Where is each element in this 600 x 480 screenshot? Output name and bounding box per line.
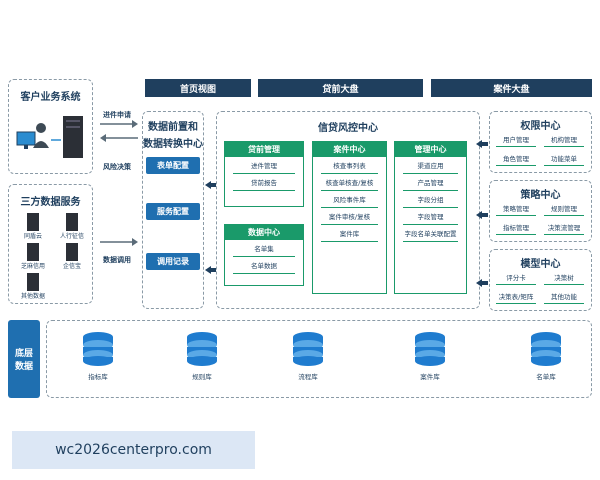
permission-center-title: 权限中心: [520, 121, 561, 132]
server-icon: [27, 273, 39, 291]
permission-center-panel: 权限中心 用户管理 机构管理 角色管理 功能菜单: [489, 111, 592, 173]
db-indicator: 指标库: [58, 330, 138, 381]
case-center-item[interactable]: 案件库: [321, 230, 378, 242]
model-item[interactable]: 决策树: [544, 272, 584, 285]
data-center-item[interactable]: 名单数据: [233, 262, 295, 274]
base-data-label-box: 底层 数据: [8, 320, 40, 398]
case-center-item[interactable]: 风险事件库: [321, 196, 378, 208]
model-center-title: 模型中心: [520, 259, 561, 270]
db-list: 名单库: [506, 330, 586, 381]
mgmt-center-item[interactable]: 字段名单关联配置: [403, 230, 458, 242]
loan-mgmt-title: 贷前管理: [225, 142, 303, 157]
front-center-title-2: 数据转换中心: [143, 139, 203, 150]
mgmt-center-panel: 管理中心 渠道应用 产品管理 字段分组 字段管理 字段名单关联配置: [394, 141, 467, 294]
data-center-panel: 数据中心 名单集 名单数据: [224, 224, 304, 286]
server-item-other: 其他数据: [19, 273, 47, 300]
database-icon: [415, 332, 445, 366]
base-data-title-2: 数据: [14, 362, 33, 372]
db-flow: 流程库: [268, 330, 348, 381]
model-item[interactable]: 决策表/矩阵: [496, 291, 536, 304]
strategy-item[interactable]: 决策流管理: [544, 222, 584, 235]
loan-mgmt-item[interactable]: 进件管理: [233, 162, 295, 174]
database-icon: [83, 332, 113, 366]
server-item-zhima: 芝麻信用: [19, 243, 47, 270]
loan-mgmt-item[interactable]: 贷前报告: [233, 179, 295, 191]
arrow-left-icon: [476, 211, 488, 219]
data-center-title: 数据中心: [225, 225, 303, 240]
watermark-banner: wc2026centerpro.com: [12, 431, 255, 469]
mgmt-center-item[interactable]: 渠道应用: [403, 162, 458, 174]
front-center-title-1: 数据前置和: [148, 122, 198, 133]
strategy-item[interactable]: 规则管理: [544, 203, 584, 216]
server-icon: [27, 213, 39, 231]
database-icon: [187, 332, 217, 366]
server-item-pboc: 人行征信: [55, 213, 89, 240]
arrow-label-data-call: 数据调用: [103, 256, 131, 264]
model-item[interactable]: 评分卡: [496, 272, 536, 285]
mgmt-center-item[interactable]: 字段管理: [403, 213, 458, 225]
case-center-item[interactable]: 核查事列表: [321, 162, 378, 174]
permission-item[interactable]: 用户管理: [496, 134, 536, 147]
tab-case-dashboard[interactable]: 案件大盘: [431, 79, 592, 97]
service-config-button[interactable]: 服务配置: [146, 203, 200, 220]
strategy-item[interactable]: 策略管理: [496, 203, 536, 216]
arrow-left-icon: [205, 181, 217, 189]
server-item-qixinbao: 企信宝: [55, 243, 89, 270]
strategy-center-title: 策略中心: [520, 190, 561, 201]
server-icon: [66, 213, 78, 231]
database-icon: [293, 332, 323, 366]
arrow-left-icon: [476, 279, 488, 287]
db-case: 案件库: [390, 330, 470, 381]
model-center-panel: 模型中心 评分卡 决策树 决策表/矩阵 其他功能: [489, 249, 592, 311]
call-record-button[interactable]: 调用记录: [146, 253, 200, 270]
arrow-right-icon: [100, 238, 138, 246]
strategy-center-panel: 策略中心 策略管理 规则管理 指标管理 决策流管理: [489, 180, 592, 242]
workstation-icon: [16, 116, 83, 158]
case-center-title: 案件中心: [313, 142, 386, 157]
server-icon: [66, 243, 78, 261]
case-center-item[interactable]: 核查单核查/复核: [321, 179, 378, 191]
arrow-label-apply: 进件申请: [103, 111, 131, 119]
customer-system-title: 客户业务系统: [20, 92, 81, 103]
third-party-panel: 三方数据服务 同盾云 人行征信 芝麻信用 企信宝 其他数据: [8, 184, 93, 304]
form-config-button[interactable]: 表单配置: [146, 157, 200, 174]
arrow-right-icon: [100, 120, 138, 128]
case-center-panel: 案件中心 核查事列表 核查单核查/复核 风险事件库 案件审核/复核 案件库: [312, 141, 387, 294]
risk-center-title: 信贷风控中心: [318, 123, 378, 134]
mgmt-center-item[interactable]: 字段分组: [403, 196, 458, 208]
strategy-item[interactable]: 指标管理: [496, 222, 536, 235]
db-rule: 规则库: [162, 330, 242, 381]
server-item-tongdun: 同盾云: [19, 213, 47, 240]
case-center-item[interactable]: 案件审核/复核: [321, 213, 378, 225]
permission-item[interactable]: 机构管理: [544, 134, 584, 147]
loan-mgmt-panel: 贷前管理 进件管理 贷前报告: [224, 141, 304, 207]
database-icon: [531, 332, 561, 366]
model-item[interactable]: 其他功能: [544, 291, 584, 304]
data-center-item[interactable]: 名单集: [233, 245, 295, 257]
base-data-title-1: 底层: [14, 349, 33, 359]
tab-loan-dashboard[interactable]: 贷前大盘: [258, 79, 423, 97]
server-icon: [27, 243, 39, 261]
arrow-left-icon: [100, 134, 138, 142]
arrow-left-icon: [205, 266, 217, 274]
permission-item[interactable]: 角色管理: [496, 153, 536, 166]
arrow-left-icon: [476, 140, 488, 148]
tab-home-view[interactable]: 首页视图: [145, 79, 251, 97]
permission-item[interactable]: 功能菜单: [544, 153, 584, 166]
mgmt-center-item[interactable]: 产品管理: [403, 179, 458, 191]
arrow-label-decision: 风险决策: [103, 163, 131, 171]
customer-system-panel: 客户业务系统: [8, 79, 93, 174]
mgmt-center-title: 管理中心: [395, 142, 466, 157]
third-party-title: 三方数据服务: [20, 197, 81, 208]
